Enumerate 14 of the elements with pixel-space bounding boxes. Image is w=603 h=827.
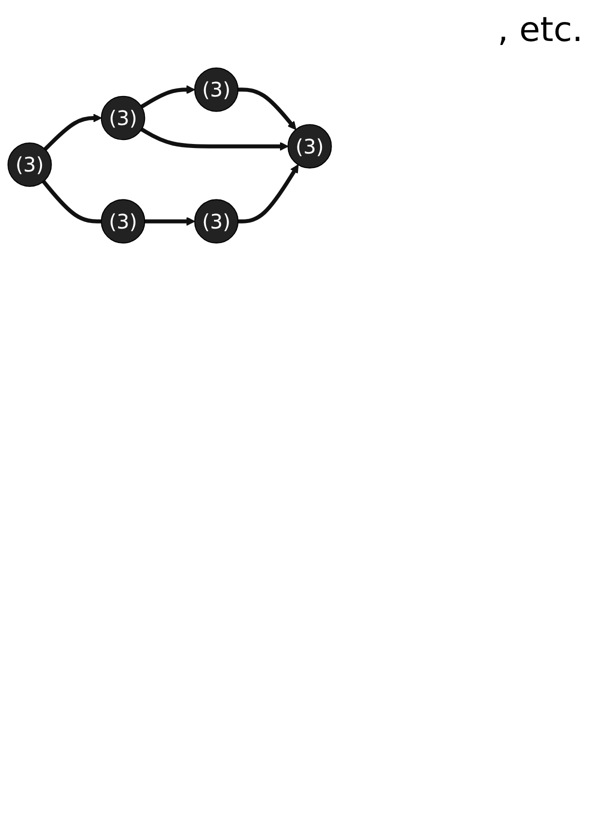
arrow [140,85,196,108]
arrow [238,164,299,224]
arrow [144,216,196,226]
node-circle: (3) [8,142,52,187]
node-circle: (3) [288,124,332,168]
arrow [44,114,102,151]
node-circle: (3) [100,96,146,140]
node-circle: (3) [194,68,239,112]
connector [42,180,102,224]
arrow [140,128,288,151]
note-text: , etc. [498,10,583,50]
node-circle: (3) [194,199,239,244]
arrow [238,88,296,130]
node-circle: (3) [100,199,146,244]
